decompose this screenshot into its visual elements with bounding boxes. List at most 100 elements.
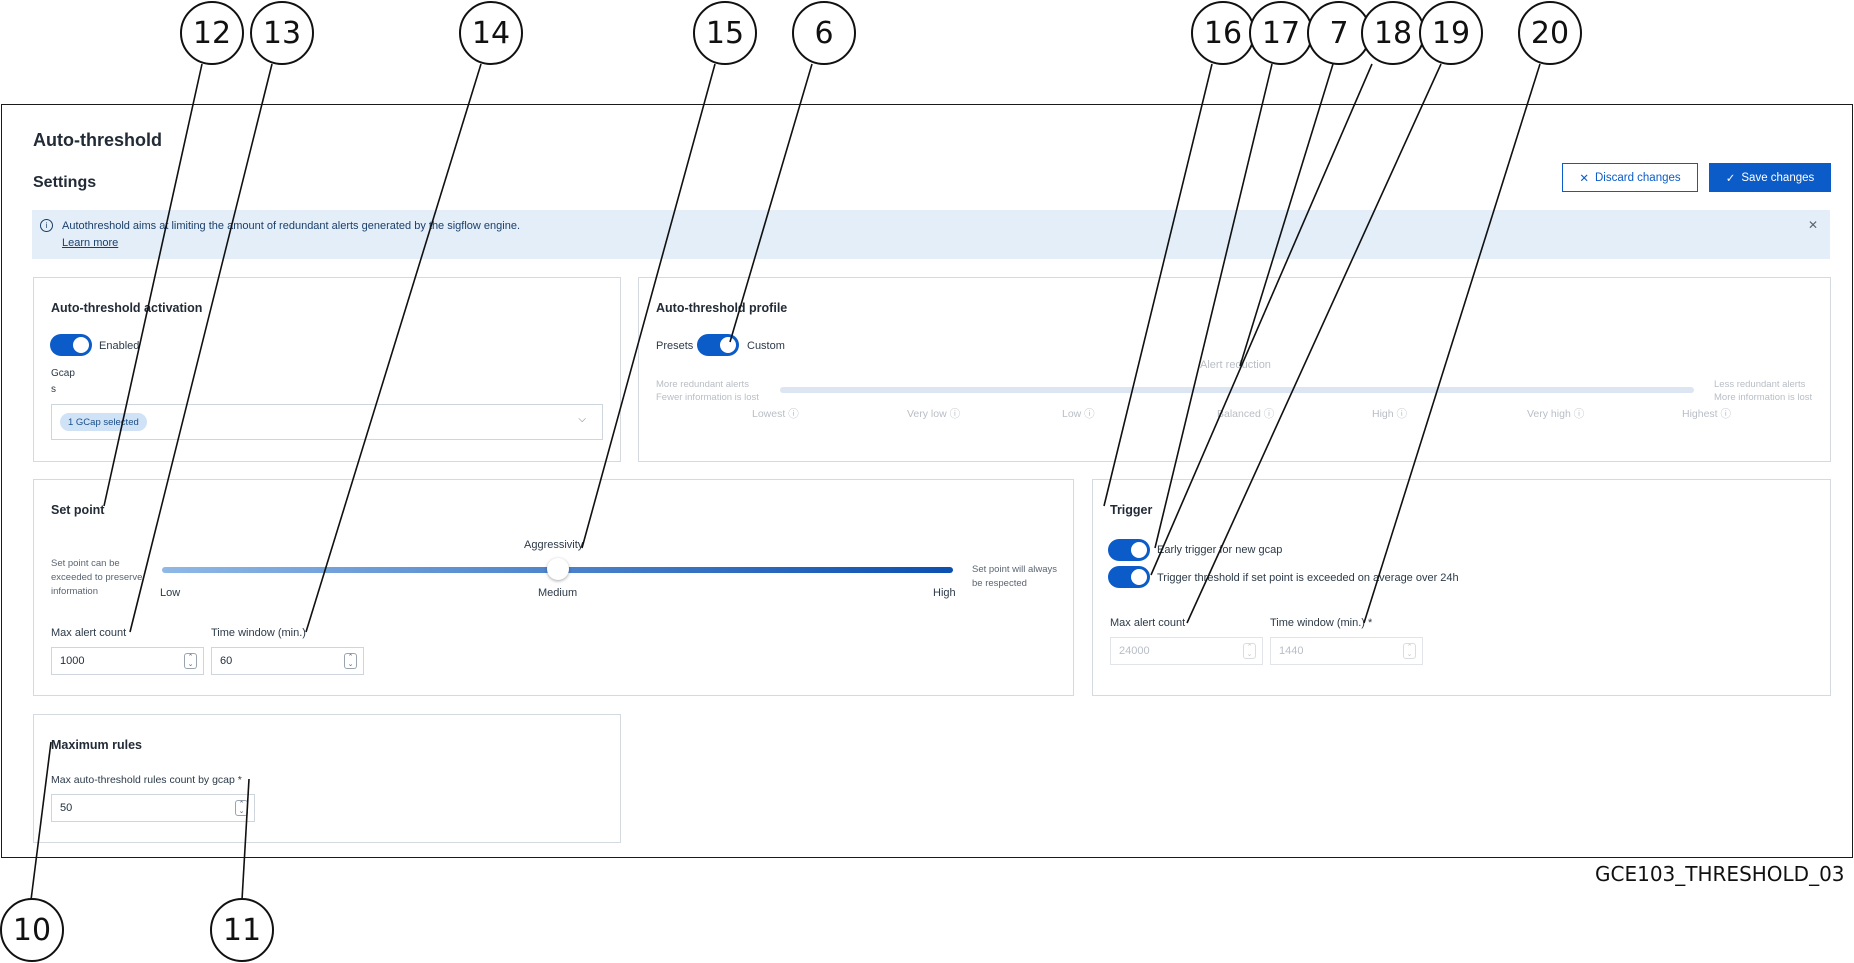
save-changes-button[interactable]: ✓ Save changes: [1709, 163, 1831, 192]
trigger-title: Trigger: [1110, 503, 1153, 517]
profile-right-note-2: More information is lost: [1714, 392, 1813, 403]
level-lowest[interactable]: Lowest ⓘ: [752, 406, 799, 421]
close-icon: ✕: [1579, 172, 1589, 185]
level-very-high[interactable]: Very high ⓘ: [1527, 406, 1584, 421]
help-circle-icon: ⓘ: [1081, 408, 1095, 420]
info-banner: i Autothreshold aims at limiting the amo…: [32, 210, 1830, 259]
level-label: Highest: [1682, 408, 1718, 420]
aggr-medium-label: Medium: [538, 587, 578, 599]
help-circle-icon: ⓘ: [1393, 408, 1408, 420]
aggr-low-label: Low: [160, 587, 181, 599]
callout-19: 19: [1419, 1, 1483, 65]
discard-changes-button[interactable]: ✕ Discard changes: [1562, 163, 1698, 192]
profile-left-note-2: Fewer information is lost: [656, 392, 759, 403]
aggr-high-label: High: [933, 587, 956, 599]
callout-10: 10: [0, 898, 64, 962]
level-label: High: [1372, 408, 1394, 420]
enabled-label: Enabled: [99, 340, 140, 352]
trigger-max-alert-value: 24000: [1119, 645, 1150, 657]
help-circle-icon: ⓘ: [1260, 408, 1275, 420]
banner-close-icon[interactable]: ✕: [1807, 218, 1818, 232]
custom-label: Custom: [747, 340, 785, 352]
early-trigger-toggle[interactable]: [1108, 539, 1150, 561]
setpoint-time-window-label: Time window (min.): [211, 627, 306, 639]
alert-reduction-slider[interactable]: [780, 387, 1694, 393]
callout-6: 6: [792, 1, 856, 65]
setpoint-right-note-1: Set point will always: [972, 564, 1058, 575]
leader-line-15: [581, 63, 716, 549]
trigger-time-window-input[interactable]: 1440 ⌃⌄: [1270, 637, 1423, 665]
leader-line-13: [129, 63, 273, 633]
profile-card: [638, 277, 1831, 462]
level-label: Balanced: [1217, 408, 1261, 420]
callout-15: 15: [693, 1, 757, 65]
setpoint-right-note-2: be respected: [972, 578, 1027, 589]
maxrules-input[interactable]: 50 ⌃⌄: [51, 794, 255, 822]
level-very-low[interactable]: Very low ⓘ: [907, 406, 960, 421]
leader-line-11: [241, 778, 250, 901]
stepper-icon[interactable]: ⌃⌄: [344, 653, 357, 669]
gcaps-select[interactable]: 1 GCap selected ⌵: [51, 404, 603, 440]
discard-changes-label: Discard changes: [1594, 171, 1681, 184]
callout-20: 20: [1518, 1, 1582, 65]
setpoint-left-note-2: exceeded to preserve: [51, 572, 143, 583]
help-circle-icon: ⓘ: [1717, 408, 1732, 420]
profile-toggle[interactable]: [697, 334, 739, 356]
leader-line-19: [1186, 63, 1442, 624]
chevron-down-icon: ⌵: [578, 414, 586, 425]
aggressivity-slider-thumb[interactable]: [546, 558, 569, 580]
activation-toggle[interactable]: [50, 334, 92, 356]
stepper-icon[interactable]: ⌃⌄: [1403, 643, 1416, 659]
profile-left-note-1: More redundant alerts: [656, 379, 749, 390]
level-highest[interactable]: Highest ⓘ: [1682, 406, 1731, 421]
save-changes-label: Save changes: [1741, 171, 1815, 184]
level-label: Low: [1062, 408, 1082, 420]
page-title: Auto-threshold: [33, 130, 162, 150]
trigger-time-window-label: Time window (min.) *: [1270, 617, 1373, 629]
help-circle-icon: ⓘ: [946, 408, 961, 420]
setpoint-max-alert-input[interactable]: 1000 ⌃⌄: [51, 647, 204, 675]
leader-line-10: [30, 741, 52, 901]
trigger-time-window-value: 1440: [1279, 645, 1304, 657]
maxrules-title: Maximum rules: [51, 738, 143, 752]
leader-line-18: [1150, 63, 1373, 576]
callout-16: 16: [1191, 1, 1255, 65]
help-circle-icon: ⓘ: [785, 408, 799, 420]
gcaps-label-line1: Gcap: [51, 368, 75, 379]
trigger-max-alert-input[interactable]: 24000 ⌃⌄: [1110, 637, 1263, 665]
stepper-icon[interactable]: ⌃⌄: [1243, 643, 1256, 659]
callout-14: 14: [459, 1, 523, 65]
setpoint-time-window-value: 60: [220, 655, 233, 667]
leader-line-7: [1239, 63, 1334, 367]
trigger-max-alert-label: Max alert count: [1110, 617, 1186, 629]
setpoint-left-note-3: information: [51, 586, 98, 597]
callout-11: 11: [210, 898, 274, 962]
settings-heading: Settings: [33, 174, 97, 191]
stepper-icon[interactable]: ⌃⌄: [184, 653, 197, 669]
callout-7: 7: [1307, 1, 1371, 65]
setpoint-max-alert-value: 1000: [60, 655, 85, 667]
threshold-trigger-label: Trigger threshold if set point is exceed…: [1157, 572, 1459, 584]
activation-title: Auto-threshold activation: [51, 301, 203, 315]
callout-12: 12: [180, 1, 244, 65]
level-balanced[interactable]: Balanced ⓘ: [1217, 406, 1274, 421]
leader-line-20: [1363, 63, 1541, 624]
level-low[interactable]: Low ⓘ: [1062, 406, 1095, 421]
level-label: Lowest: [752, 408, 786, 420]
level-high[interactable]: High ⓘ: [1372, 406, 1407, 421]
check-icon: ✓: [1725, 172, 1736, 185]
level-label: Very high: [1527, 408, 1571, 420]
setpoint-left-note-1: Set point can be: [51, 558, 120, 569]
maxrules-value: 50: [60, 802, 73, 814]
leader-line-12: [103, 63, 203, 507]
profile-title: Auto-threshold profile: [656, 301, 788, 315]
threshold-trigger-toggle[interactable]: [1108, 566, 1150, 588]
setpoint-max-alert-label: Max alert count: [51, 627, 127, 639]
setpoint-time-window-input[interactable]: 60 ⌃⌄: [211, 647, 364, 675]
banner-text: Autothreshold aims at limiting the amoun…: [62, 220, 520, 232]
learn-more-link[interactable]: Learn more: [62, 237, 119, 249]
gcap-chip: 1 GCap selected: [60, 413, 147, 431]
callout-17: 17: [1249, 1, 1313, 65]
leader-line-6: [729, 63, 813, 343]
presets-label: Presets: [656, 340, 694, 352]
